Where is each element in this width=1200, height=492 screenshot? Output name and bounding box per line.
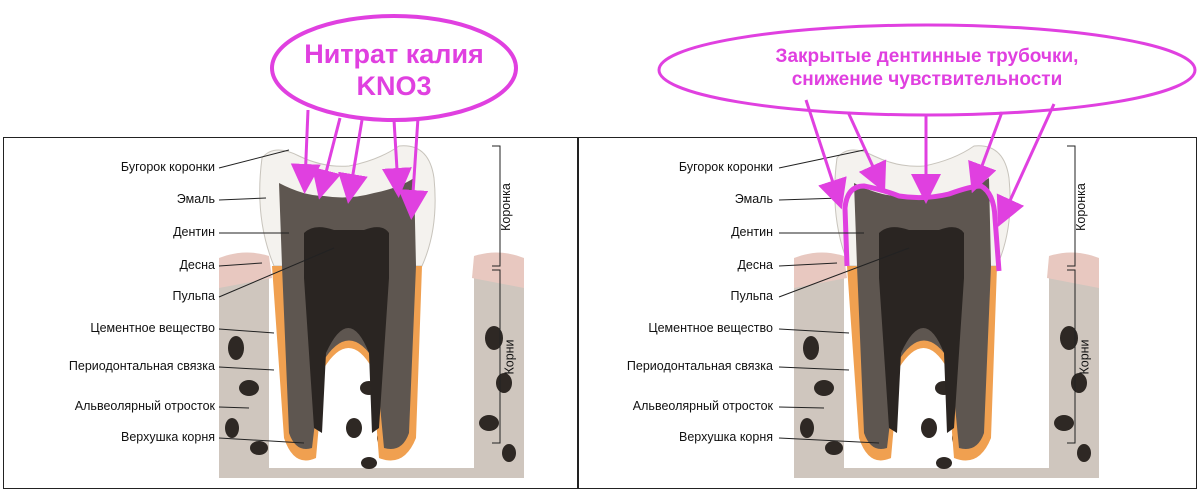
right-bone (794, 262, 1099, 478)
right-pulp (879, 227, 964, 433)
label-root-apex: Верхушка корня (121, 430, 215, 444)
left-leader-lines (218, 145, 501, 444)
label-cementum: Цементное вещество (648, 321, 773, 335)
label-root-apex: Верхушка корня (679, 430, 773, 444)
label-alveolar-process: Альвеолярный отросток (632, 399, 773, 413)
label-enamel: Эмаль (176, 192, 215, 206)
label-periodontal-ligament: Периодонтальная связка (68, 359, 215, 373)
label-enamel: Эмаль (734, 192, 773, 206)
left-callout-arrows (290, 109, 429, 220)
label-crown-cusp: Бугорок коронки (120, 160, 215, 174)
left-gum (219, 252, 272, 288)
label-pulp: Пульпа (730, 289, 774, 303)
left-callout-line1: Нитрат калия (304, 39, 484, 69)
right-callout-text: Закрытые дентинные трубочки, снижение чу… (680, 46, 1174, 92)
right-leader-lines (778, 145, 1076, 444)
right-diagram-panel: Бугорок коронки Эмаль Дентин Десна Пульп… (578, 137, 1197, 489)
label-pulp: Пульпа (172, 289, 216, 303)
label-dentin: Дентин (173, 225, 215, 239)
right-callout-arrows (804, 99, 1056, 227)
left-pulp (304, 227, 389, 433)
right-gum (794, 252, 847, 288)
right-callout-line1: Закрытые дентинные трубочки, (775, 46, 1079, 67)
label-alveolar-process: Альвеолярный отросток (74, 399, 215, 413)
label-gum: Десна (737, 258, 773, 272)
left-callout-line2: KNO3 (356, 71, 432, 102)
left-callout-text: Нитрат калия KNO3 (276, 38, 512, 103)
label-cementum: Цементное вещество (90, 321, 215, 335)
left-diagram-panel: Бугорок коронки Эмаль Дентин Десна Пульп… (3, 137, 578, 489)
label-crown-cusp: Бугорок коронки (678, 160, 773, 174)
right-callout-line2: снижение чувствительности (791, 68, 1063, 90)
right-tooth-illustration (794, 145, 1099, 478)
label-gum: Десна (179, 258, 215, 272)
label-periodontal-ligament: Периодонтальная связка (626, 359, 773, 373)
label-dentin: Дентин (731, 225, 773, 239)
